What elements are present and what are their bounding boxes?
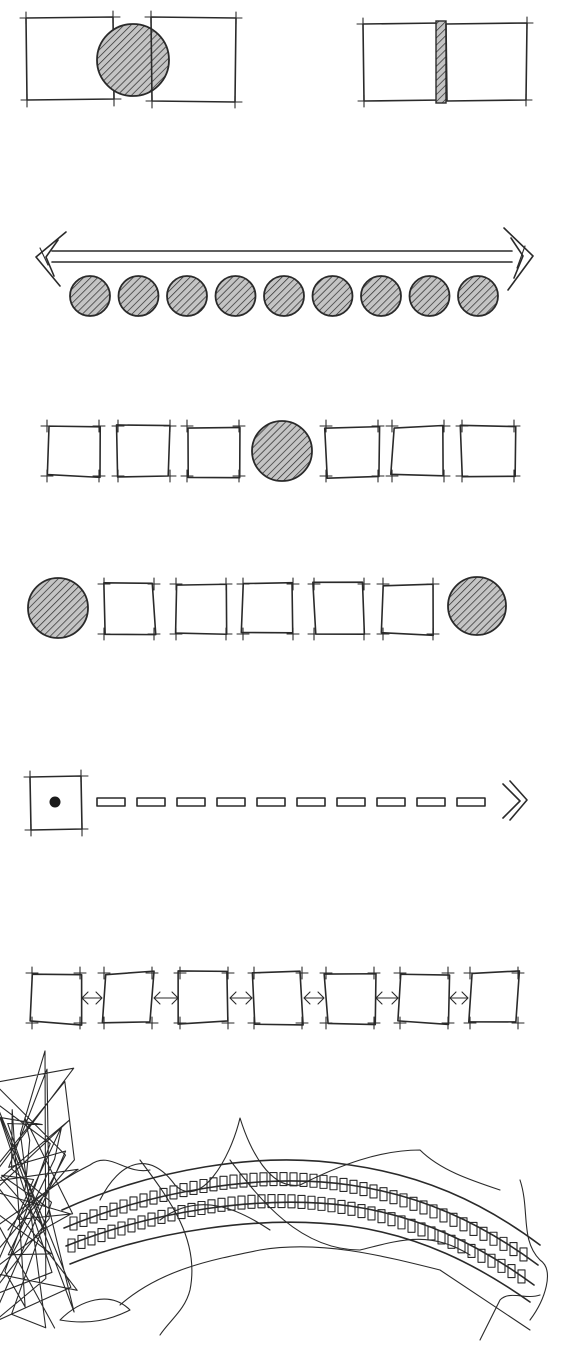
square-icon	[181, 420, 245, 482]
corridor-cells	[68, 1173, 527, 1283]
corridor-cell-icon	[290, 1173, 297, 1186]
hatched-circle-icon	[28, 578, 88, 638]
corridor-cell-icon	[328, 1199, 335, 1212]
corridor-cell-icon	[190, 1181, 197, 1194]
hatched-bar-icon	[436, 21, 446, 103]
dash-icon	[257, 798, 285, 806]
corridor-cell-icon	[288, 1195, 295, 1208]
square-with-dot-icon	[24, 770, 88, 836]
hatched-circle-icon	[264, 276, 304, 316]
square-icon	[456, 420, 520, 482]
hatched-circle-icon	[410, 276, 450, 316]
hatched-circle-icon	[70, 276, 110, 316]
square-icon	[98, 967, 158, 1029]
double-arrow-link-icon	[154, 992, 178, 1004]
square-icon	[237, 578, 299, 640]
dash-icon	[457, 798, 485, 806]
dash-icon	[137, 798, 165, 806]
corridor-cell-icon	[350, 1180, 357, 1193]
hatched-circle-icon	[216, 276, 256, 316]
chevron-arrow-icon	[503, 781, 527, 820]
square-icon	[248, 967, 308, 1029]
square-icon	[308, 578, 370, 640]
double-arrow-link-icon	[230, 992, 252, 1004]
dash-icon	[297, 798, 325, 806]
hatched-circle-icon	[448, 577, 506, 635]
dash-icon	[337, 798, 365, 806]
dash-icon	[417, 798, 445, 806]
square-icon	[446, 17, 533, 106]
double-arrow-link-icon	[376, 992, 398, 1004]
hatched-circle-icon	[458, 276, 498, 316]
square-icon	[174, 967, 234, 1029]
path-corridor-icon	[62, 1160, 540, 1302]
square-icon	[112, 420, 176, 482]
corridor-cell-icon	[248, 1195, 255, 1208]
double-arrow-link-icon	[82, 992, 102, 1004]
corridor-cell-icon	[98, 1229, 105, 1242]
corridor-cell-icon	[338, 1200, 345, 1213]
dash-icon	[97, 798, 125, 806]
square-icon	[386, 420, 450, 482]
square-icon	[320, 420, 384, 482]
corridor-cell-icon	[218, 1198, 225, 1211]
corridor-cell-icon	[370, 1185, 377, 1198]
square-icon	[26, 967, 86, 1029]
row-1	[20, 11, 533, 108]
square-icon	[464, 967, 524, 1029]
row-6	[26, 967, 524, 1029]
hatched-circle-icon	[119, 276, 159, 316]
corridor-cell-icon	[230, 1175, 237, 1188]
corridor-cell-icon	[238, 1196, 245, 1209]
corridor-cell-icon	[170, 1186, 177, 1199]
hatched-circle-icon	[313, 276, 353, 316]
corridor-cell-icon	[220, 1176, 227, 1189]
hatched-circle-icon	[97, 24, 169, 96]
corridor-cell-icon	[380, 1188, 387, 1201]
corridor-cell-icon	[250, 1173, 257, 1186]
row-7	[0, 1051, 547, 1340]
row-4	[28, 577, 506, 640]
row-5	[24, 770, 527, 836]
square-icon	[320, 967, 380, 1029]
hatched-circle-row	[70, 276, 498, 316]
square-icon	[377, 578, 439, 640]
corridor-cell-icon	[108, 1225, 115, 1238]
corridor-cell-icon	[78, 1235, 85, 1248]
hatched-circle-icon	[167, 276, 207, 316]
square-icon	[41, 420, 105, 482]
corridor-cell-icon	[278, 1195, 285, 1208]
square-icon	[394, 967, 454, 1029]
row-3	[41, 420, 520, 482]
row-2	[36, 228, 533, 316]
dash-icon	[177, 798, 205, 806]
hatched-circle-icon	[252, 421, 312, 481]
corridor-cell-icon	[88, 1232, 95, 1245]
corridor-cell-icon	[260, 1173, 267, 1186]
corridor-cell-icon	[348, 1202, 355, 1215]
double-arrow-link-icon	[450, 992, 468, 1004]
corridor-cell-icon	[118, 1222, 125, 1235]
dash-icon	[217, 798, 245, 806]
corridor-cell-icon	[208, 1200, 215, 1213]
dash-icon	[377, 798, 405, 806]
corridor-cell-icon	[360, 1183, 367, 1196]
dash-row	[97, 798, 485, 806]
square-icon	[357, 18, 442, 107]
scribble-texture-icon	[0, 1051, 78, 1328]
corridor-cell-icon	[358, 1205, 365, 1218]
corridor-cell-icon	[268, 1195, 275, 1208]
square-icon	[170, 578, 232, 640]
corridor-cell-icon	[198, 1202, 205, 1215]
double-arrow-link-icon	[304, 992, 324, 1004]
square-icon	[98, 578, 160, 640]
hatched-circle-icon	[361, 276, 401, 316]
corridor-cell-icon	[228, 1197, 235, 1210]
